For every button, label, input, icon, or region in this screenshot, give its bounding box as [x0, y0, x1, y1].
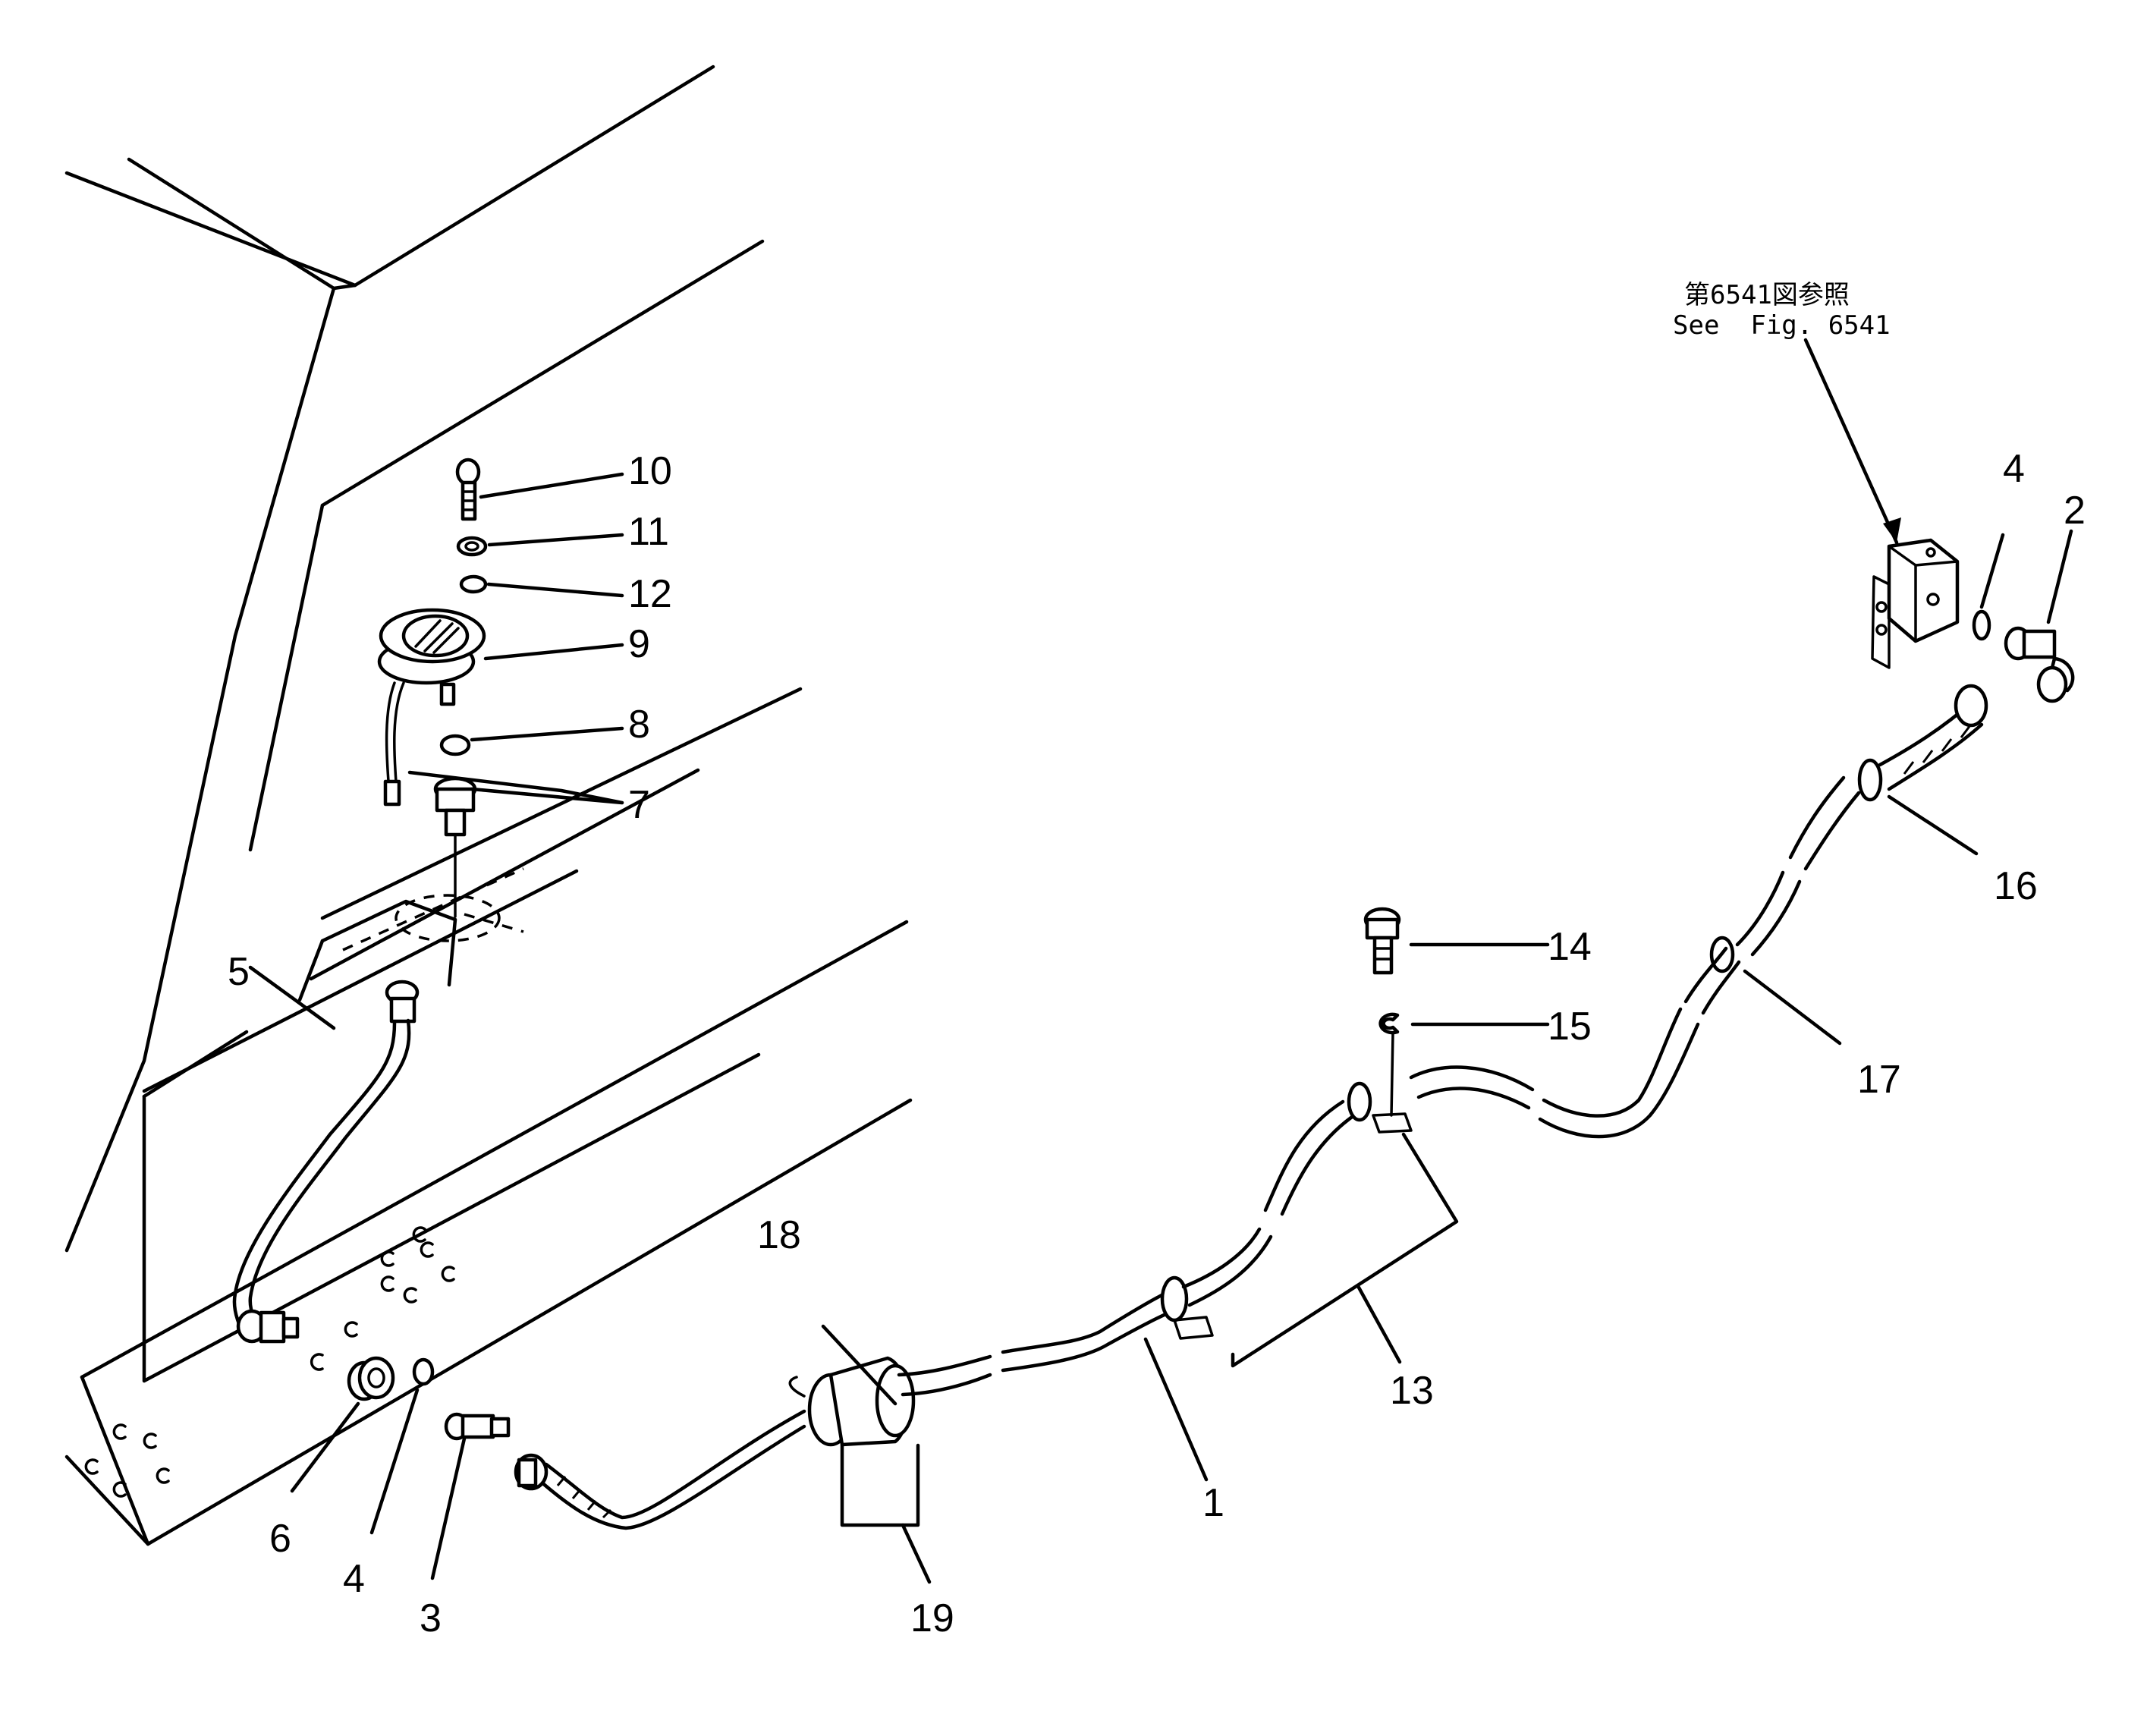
junction-block [1871, 538, 1960, 669]
callout-17: 17 [1857, 1058, 1901, 1102]
gauge-assembly [377, 458, 488, 918]
callouts: 10 11 12 9 8 7 5 6 4 3 18 19 1 13 14 15 … [228, 447, 2086, 1640]
reference-note-jp: 第6541図参照 [1684, 280, 1850, 310]
gauge-9 [377, 608, 486, 807]
bolt-14 [1363, 907, 1401, 975]
tube-5 [232, 980, 420, 1334]
callout-14: 14 [1548, 925, 1592, 969]
o-ring-8 [439, 734, 471, 756]
callout-4-right: 4 [2003, 447, 2025, 491]
bolt-10 [455, 458, 481, 521]
washer-12 [459, 574, 488, 594]
callout-16: 16 [1994, 864, 2038, 908]
washer-15 [1378, 1012, 1400, 1035]
washer-11 [456, 536, 488, 557]
callout-12: 12 [628, 572, 672, 616]
machine-frame [64, 64, 913, 1546]
callout-19: 19 [910, 1596, 954, 1640]
callout-10: 10 [628, 449, 672, 493]
elbow-fitting-left [236, 1309, 300, 1344]
callout-7: 7 [628, 783, 650, 827]
connector-3 [444, 1412, 511, 1441]
reference-note-en: See Fig. 6541 [1673, 310, 1891, 341]
hose-1 [514, 684, 1988, 1530]
callout-8: 8 [628, 703, 650, 747]
callout-18: 18 [757, 1213, 801, 1257]
o-ring-left [310, 1353, 324, 1371]
callout-2: 2 [2064, 489, 2086, 533]
callout-6: 6 [269, 1517, 291, 1561]
callout-3: 3 [420, 1596, 442, 1640]
o-ring-4-right [1972, 609, 1991, 641]
callout-5: 5 [228, 950, 250, 994]
plug-6 [347, 1356, 395, 1401]
reference-note: 第6541図参照 See Fig. 6541 [1673, 280, 1891, 341]
adapter-7 [433, 776, 477, 918]
callout-15: 15 [1548, 1005, 1592, 1049]
elbow-fitting-2 [2004, 626, 2075, 703]
callout-1: 1 [1202, 1481, 1224, 1525]
o-ring-4-left [412, 1357, 435, 1386]
leader-lines [248, 338, 2073, 1584]
callout-4-left: 4 [343, 1557, 365, 1601]
callout-11: 11 [628, 510, 669, 554]
mounting-holes [84, 1226, 455, 1498]
callout-13: 13 [1390, 1369, 1434, 1413]
callout-9: 9 [628, 622, 650, 666]
